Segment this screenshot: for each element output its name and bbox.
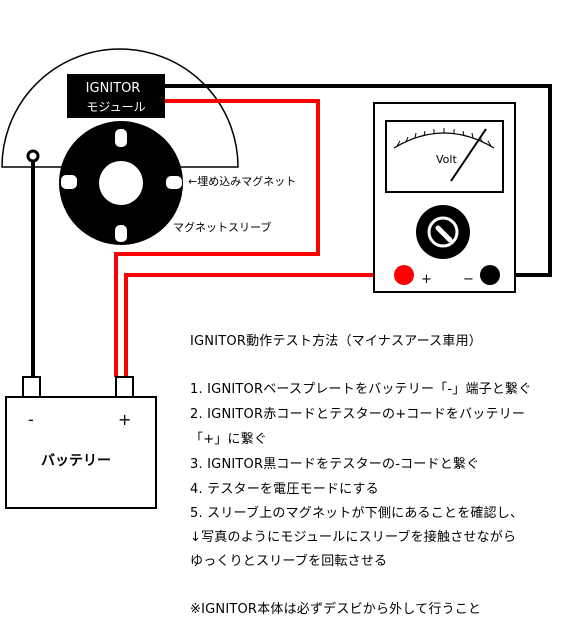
black-wire-module-to-meter (165, 84, 552, 277)
battery-plus-post (115, 376, 134, 398)
battery-minus-post (22, 376, 41, 398)
sleeve-slot-right (166, 176, 182, 189)
battery-body (5, 396, 157, 509)
module-label-line2: モジュール (86, 100, 145, 114)
meter-knob-ring (427, 216, 459, 248)
meter-scale-arc (393, 132, 495, 149)
meter-minus-label: − (463, 272, 474, 287)
module-label-line1: IGNITOR (86, 81, 141, 96)
meter-knob-pointer (435, 225, 453, 243)
battery-minus-label: - (28, 410, 34, 429)
meter-scale-ticks (396, 128, 492, 147)
sleeve-slot-left (61, 175, 77, 189)
battery-label: バッテリー (41, 453, 111, 469)
meter-plus-terminal (394, 265, 414, 285)
red-wire-meter (124, 273, 404, 377)
sleeve-center-hole (99, 161, 143, 205)
sleeve-slot-top (115, 129, 127, 147)
voltmeter: Volt + − (373, 102, 516, 293)
meter-plus-label: + (421, 272, 432, 287)
meter-minus-terminal (480, 265, 500, 285)
red-wire-module (114, 99, 320, 377)
magnet-sleeve (59, 121, 183, 245)
sleeve-slot-bottom (115, 225, 127, 242)
magnet-label: ←埋め込みマグネット (188, 174, 296, 188)
base-plate-terminal (26, 149, 40, 163)
meter-dial-label: Volt (436, 153, 457, 166)
battery-plus-label: + (118, 410, 131, 429)
meter-needle (450, 128, 487, 182)
sleeve-label: マグネットスリーブ (173, 220, 271, 234)
battery: - + バッテリー (5, 376, 157, 509)
ignitor-module (67, 74, 165, 118)
